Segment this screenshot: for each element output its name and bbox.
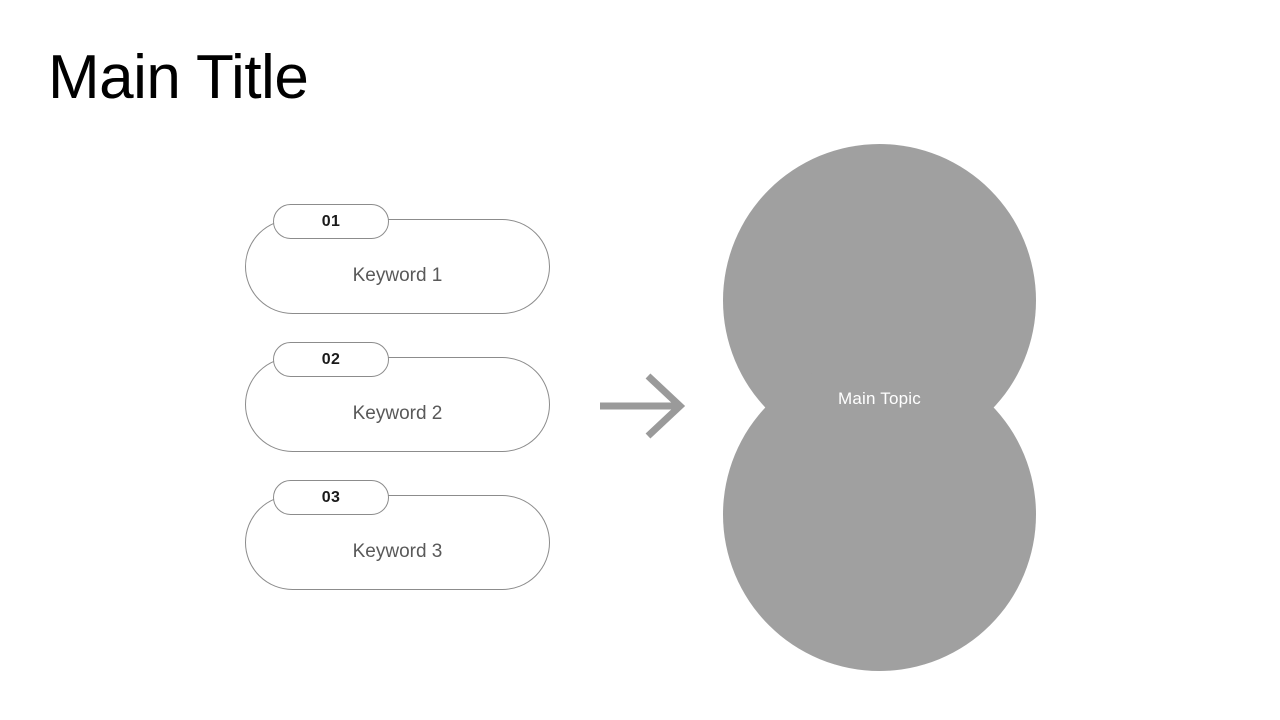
main-topic-label: Main Topic <box>838 389 921 408</box>
keyword-card-number-badge: 03 <box>273 480 389 515</box>
keyword-card[interactable]: Keyword 1 01 <box>245 204 550 314</box>
arrow-right-icon <box>596 370 688 442</box>
keyword-card-label: Keyword 3 <box>352 540 443 562</box>
keyword-card-number-badge: 01 <box>273 204 389 239</box>
keyword-card-label: Keyword 2 <box>352 402 443 424</box>
main-topic-shape[interactable]: Main Topic <box>723 144 1036 671</box>
topic-circle-bottom <box>723 358 1036 671</box>
keyword-card-label: Keyword 1 <box>352 264 443 286</box>
page-title: Main Title <box>48 43 309 112</box>
keyword-card[interactable]: Keyword 2 02 <box>245 342 550 452</box>
keyword-card-number: 03 <box>321 488 341 506</box>
keyword-card-number: 02 <box>321 350 341 368</box>
keyword-card-list: Keyword 1 01 Keyword 2 02 Keyword 3 03 <box>245 204 565 599</box>
keyword-card[interactable]: Keyword 3 03 <box>245 480 550 590</box>
keyword-card-number: 01 <box>321 212 341 230</box>
keyword-card-number-badge: 02 <box>273 342 389 377</box>
